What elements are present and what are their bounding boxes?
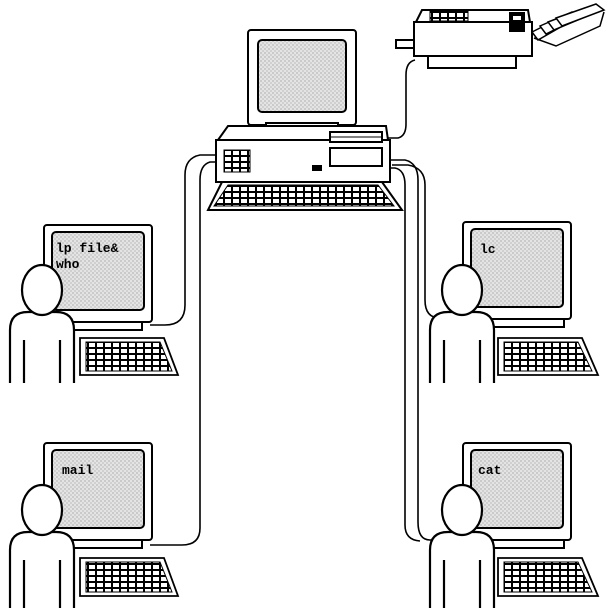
- terminal-bottom-left: mail: [8, 442, 180, 608]
- terminal-command: cat: [478, 463, 501, 478]
- keyboard-icon: [79, 557, 180, 597]
- terminal-top-right: lc: [428, 221, 600, 383]
- terminal-icon: [462, 442, 572, 549]
- terminal-bottom-right: cat: [428, 442, 600, 608]
- terminal-top-left: lp file& who: [8, 224, 180, 383]
- terminal-command: mail: [62, 463, 93, 478]
- user-icon: [428, 483, 496, 608]
- network-cables: [150, 59, 455, 546]
- terminal-icon: [43, 442, 153, 549]
- terminal-icon: [462, 221, 572, 328]
- keyboard-icon: [497, 337, 600, 376]
- terminal-command: lp file& who: [56, 241, 126, 272]
- user-icon: [8, 263, 76, 383]
- user-icon: [8, 483, 76, 608]
- host-computer-icon: [206, 29, 404, 211]
- terminal-icon: [43, 224, 153, 331]
- keyboard-icon: [79, 337, 180, 376]
- user-icon: [428, 263, 496, 383]
- keyboard-icon: [497, 557, 600, 597]
- terminal-command: lc: [480, 242, 496, 257]
- printer-icon: [395, 3, 606, 69]
